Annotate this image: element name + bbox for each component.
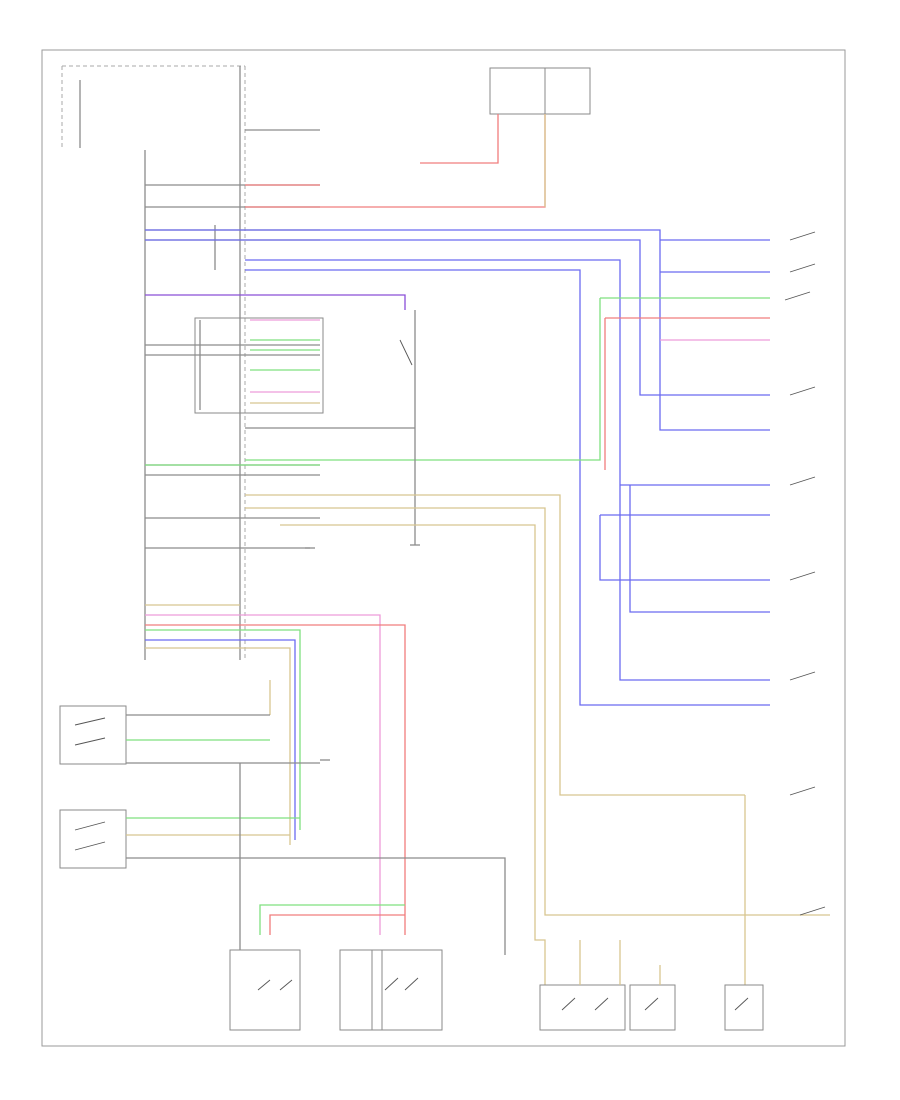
- control-module-top: [489, 67, 591, 115]
- right-switches: [784, 231, 826, 916]
- left-bus: [144, 66, 241, 660]
- relay-left: [229, 949, 301, 1031]
- ground-symbols: [305, 544, 420, 761]
- relay-block: [194, 310, 416, 545]
- relay-center: [339, 949, 443, 1031]
- left-switch-upper: [59, 705, 127, 765]
- fuse-box: [61, 65, 246, 660]
- diagram-frame: [41, 49, 846, 1047]
- left-switch-lower: [59, 809, 127, 869]
- door-switch-group: [539, 984, 764, 1031]
